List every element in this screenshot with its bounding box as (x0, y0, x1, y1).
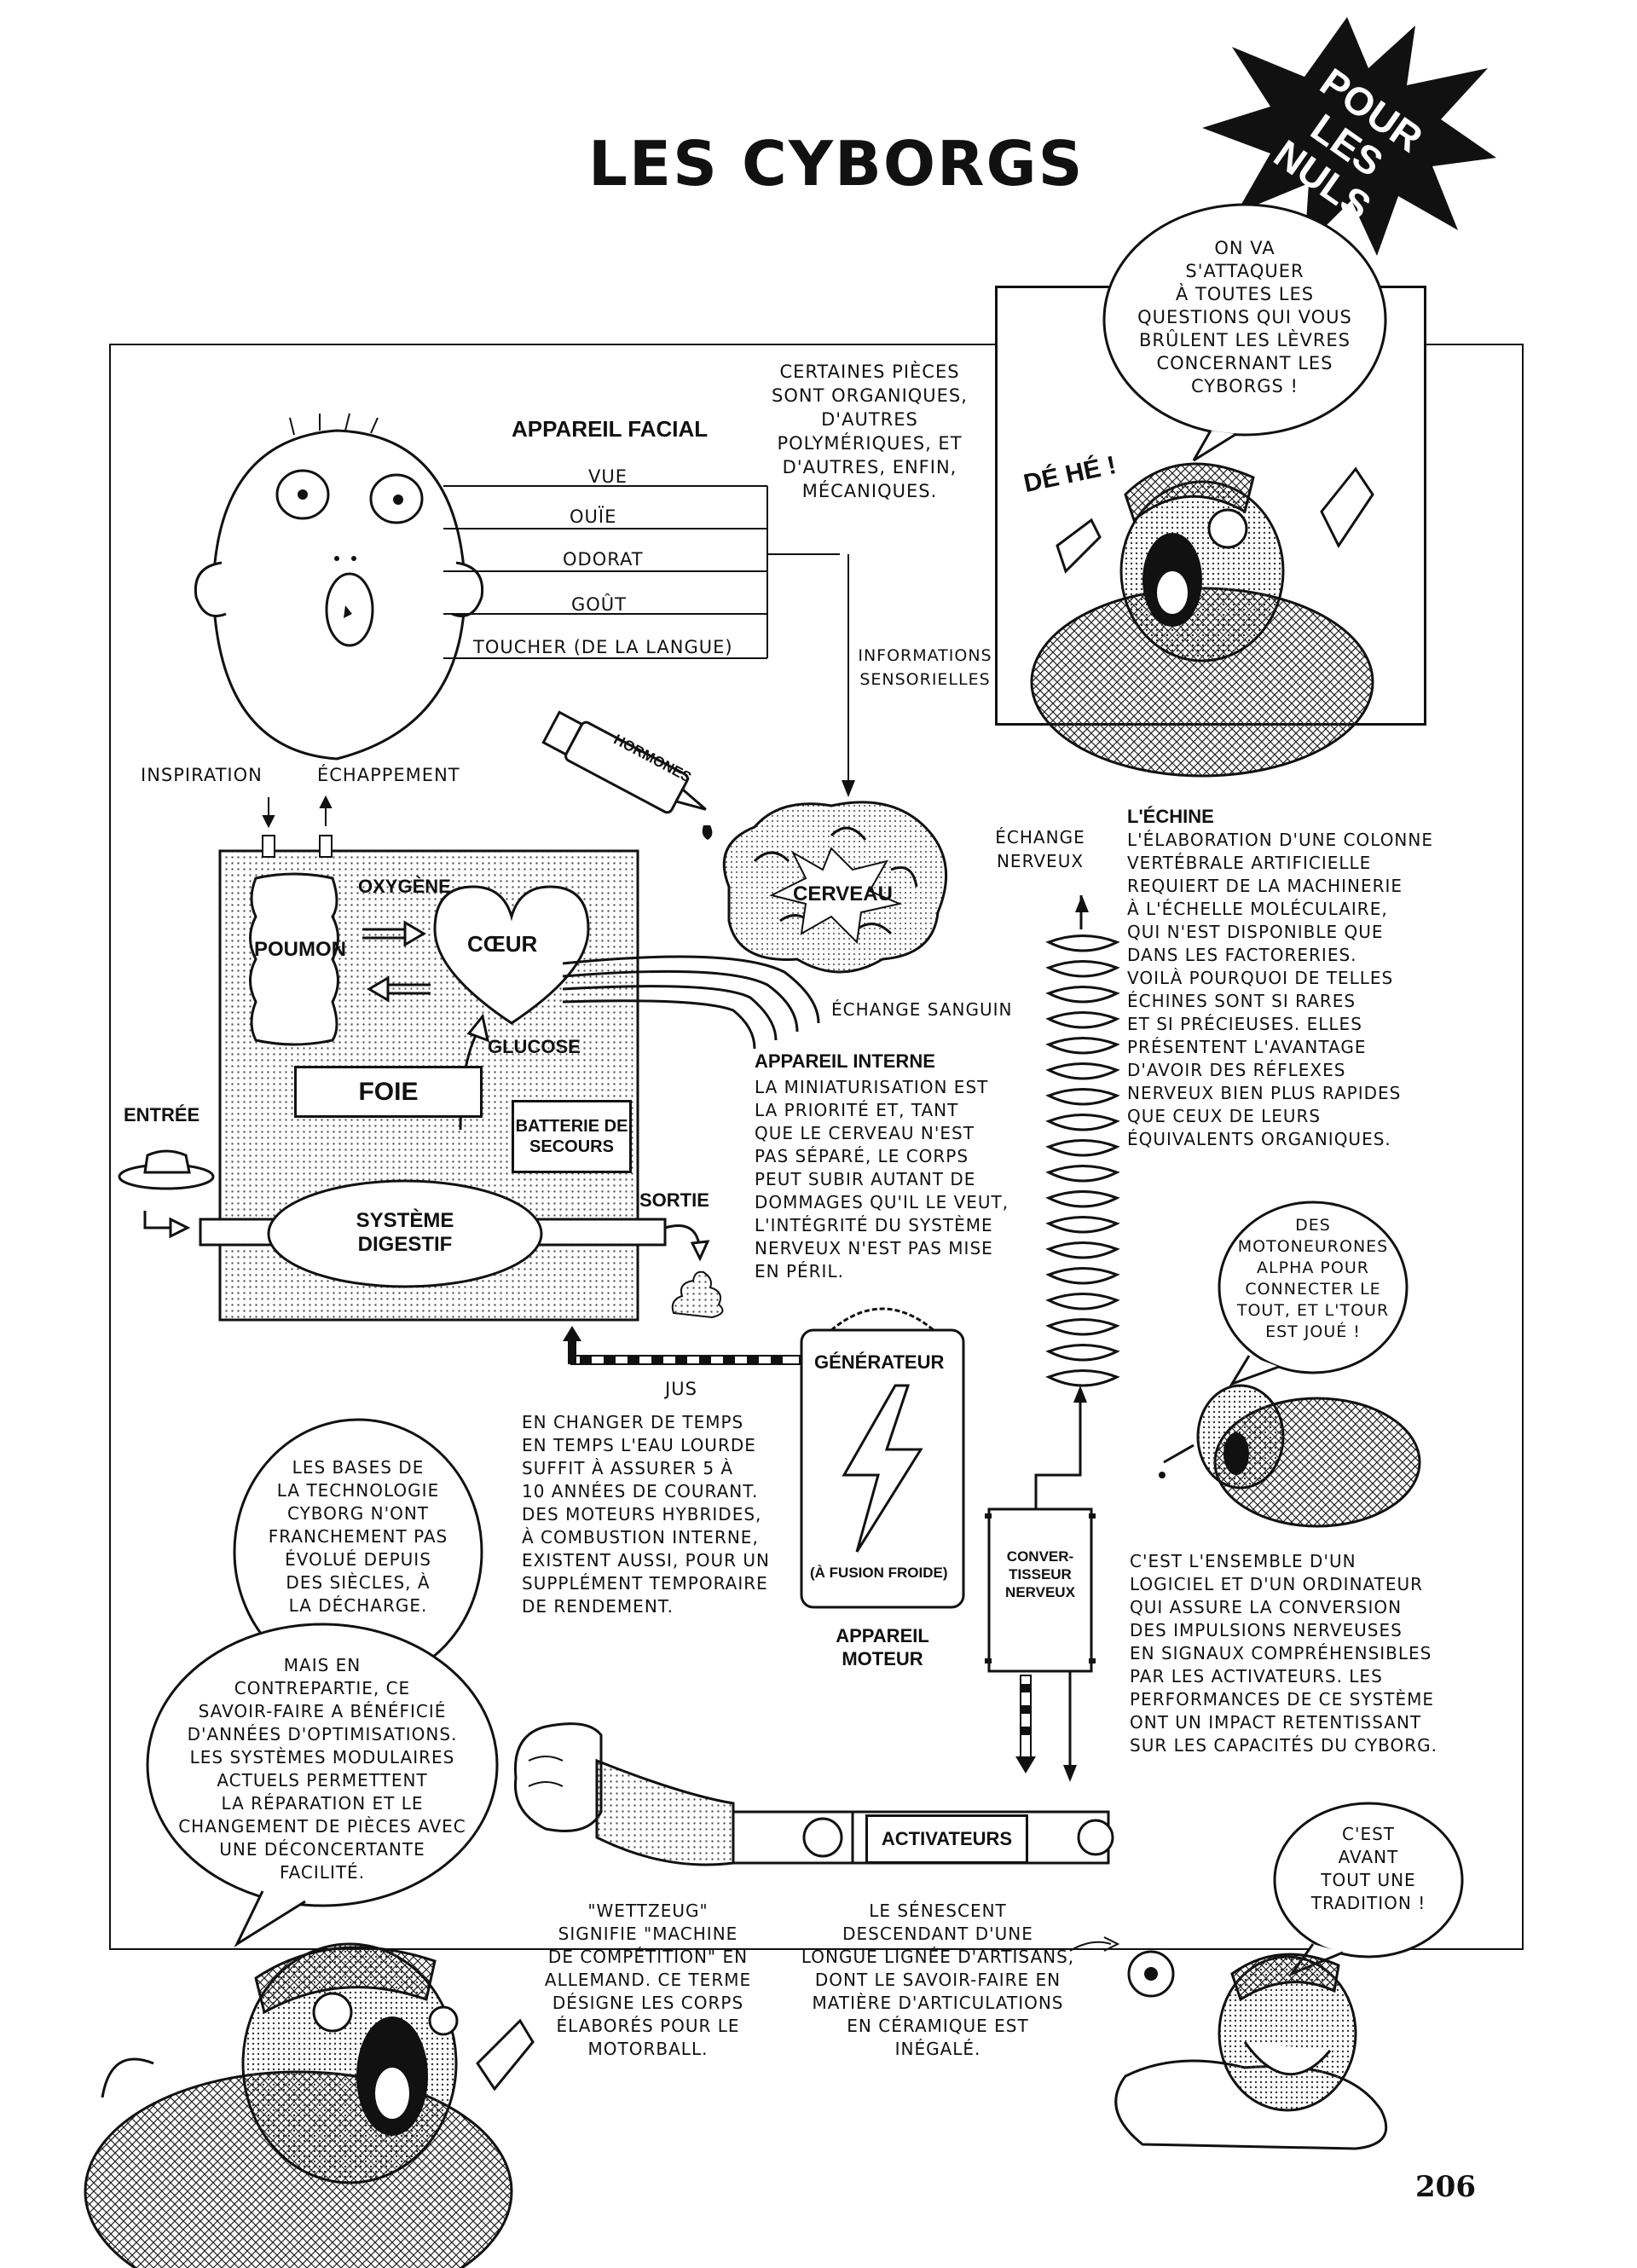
juice-arrow (563, 1326, 801, 1365)
input-label: ENTRÉE (124, 1104, 200, 1125)
brain-illustration (722, 801, 948, 974)
juice-label: JUS (665, 1379, 697, 1399)
generator-illustration (800, 1307, 965, 1609)
organic-parts-note: CERTAINES PIÈCES SONT ORGANIQUES, D'AUTR… (772, 362, 968, 501)
facial-item-touch: TOUCHER (DE LA LANGUE) (473, 637, 733, 657)
brain-label: CERVEAU (793, 882, 893, 905)
motor-apparatus-label: APPAREIL MOTEUR (836, 1625, 929, 1669)
facial-item-sight: VUE (588, 466, 628, 487)
digestive-label: SYSTÈME DIGESTIF (356, 1209, 454, 1256)
sensory-arrow (842, 554, 855, 797)
tradition-bubble-text: C'EST AVANT TOUT UNE TRADITION ! (1310, 1824, 1426, 1913)
internal-text: LA MINIATURISATION EST LA PRIORITÉ ET, T… (755, 1077, 1009, 1282)
generator-label: GÉNÉRATEUR (814, 1351, 945, 1373)
generator-sub-label: (À FUSION FROIDE) (810, 1565, 948, 1581)
liver-box: FOIE (294, 1066, 483, 1118)
motoneurons-bubble (1218, 1201, 1409, 1386)
artisan-pointer-arrow (1069, 1936, 1120, 1952)
facial-item-taste: GOÛT (571, 594, 628, 615)
output-label: SORTIE (639, 1189, 709, 1211)
page-number: 206 (1415, 2170, 1476, 2204)
converter-note: C'EST L'ENSEMBLE D'UN LOGICIEL ET D'UN O… (1130, 1551, 1438, 1756)
glucose-label: GLUCOSE (488, 1036, 581, 1057)
counterpart-speech-bubble (146, 1623, 499, 1948)
converter-label: CONVER- TISSEUR NERVEUX (1005, 1548, 1075, 1600)
lung-label: POUMON (254, 938, 346, 961)
airflow-arrows (262, 795, 333, 858)
blood-exchange-label: ÉCHANGE SANGUIN (831, 999, 1013, 1020)
heart-illustration (433, 885, 590, 1025)
oxygen-arrows (362, 920, 431, 1003)
battery-box: BATTERIE DE SECOURS (512, 1100, 632, 1173)
intro-speech-bubble (1102, 203, 1387, 462)
digestive-illustration (199, 1179, 667, 1288)
food-illustration (118, 1149, 215, 1239)
internal-title: APPAREIL INTERNE (755, 1050, 935, 1072)
starburst-badge (1202, 17, 1496, 256)
converter-illustration (985, 1507, 1096, 1673)
face-illustration (194, 413, 484, 761)
artisan-character-illustration (1114, 1950, 1388, 2150)
main-frame (109, 344, 1524, 1950)
facial-bracket-lines (443, 485, 840, 659)
intro-bubble-text: ON VA S'ATTAQUER À TOUTES LES QUESTIONS … (1137, 238, 1352, 396)
converter-output-arrows (1015, 1675, 1036, 1773)
sensory-info-label: INFORMATIONS SENSORIELLES (858, 646, 992, 689)
lung-illustration (249, 872, 339, 1046)
waste-illustration (664, 1224, 724, 1319)
motoneurons-text: DES MOTONEURONES ALPHA POUR CONNECTER LE… (1236, 1216, 1390, 1341)
spine-text: L'ÉLABORATION D'UNE COLONNE VERTÉBRALE A… (1127, 830, 1433, 1149)
counterpart-bubble-text: MAIS EN CONTREPARTIE, CE SAVOIR-FAIRE A … (178, 1655, 466, 1883)
facial-item-smell: ODORAT (563, 549, 644, 570)
bottom-left-character-illustration (84, 1942, 535, 2268)
bases-bubble-text: LES BASES DE LA TECHNOLOGIE CYBORG N'ONT… (268, 1457, 448, 1616)
nerve-exchange-label: ÉCHANGE NERVEUX (995, 827, 1085, 871)
wettzeug-note: "WETTZEUG" SIGNIFIE "MACHINE DE COMPÉTIT… (544, 1901, 752, 2059)
artisan-note: LE SÉNESCENT DESCENDANT D'UNE LONGUE LIG… (801, 1901, 1075, 2059)
page-title: LES CYBORGS (588, 128, 1085, 200)
oxygen-label: OXYGÈNE (358, 876, 451, 897)
arm-illustration (513, 1722, 1114, 1866)
inspiration-label: INSPIRATION (141, 765, 263, 785)
generator-note: EN CHANGER DE TEMPS EN TEMPS L'EAU LOURD… (522, 1412, 770, 1617)
nerve-connector-lines (1034, 1386, 1087, 1782)
facial-title: APPAREIL FACIAL (512, 416, 709, 442)
syringe-illustration (541, 710, 713, 840)
spine-title: L'ÉCHINE (1127, 806, 1214, 827)
blood-vessels (562, 955, 820, 1050)
activators-box: ACTIVATEURS (865, 1814, 1028, 1864)
tradition-speech-bubble (1273, 1802, 1464, 1977)
facial-item-hearing: OUÏE (570, 506, 617, 527)
spine-illustration (1045, 895, 1120, 1387)
host-character-illustration (1030, 462, 1374, 778)
exhaust-label: ÉCHAPPEMENT (317, 765, 460, 785)
small-character-illustration (1159, 1384, 1421, 1528)
heart-label: CŒUR (467, 931, 538, 957)
